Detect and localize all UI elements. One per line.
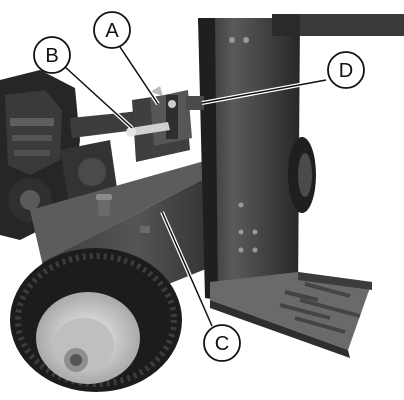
engine bbox=[0, 70, 118, 240]
leader-line-b-core bbox=[63, 65, 133, 129]
callout-c-label: C bbox=[215, 333, 229, 355]
callout-d-label: D bbox=[339, 60, 353, 82]
leader-line-d-core bbox=[201, 79, 327, 104]
callout-a-label: A bbox=[105, 20, 119, 42]
footplate bbox=[210, 272, 372, 358]
callout-a: A bbox=[93, 11, 131, 49]
support-arm bbox=[70, 110, 152, 138]
callout-d: D bbox=[327, 51, 365, 89]
leader-lines bbox=[62, 42, 327, 327]
callout-b-label: B bbox=[45, 45, 58, 67]
callout-c: C bbox=[203, 324, 241, 362]
leader-line-c-core bbox=[161, 211, 213, 327]
callout-b: B bbox=[33, 36, 71, 74]
leader-line-a-core bbox=[117, 43, 159, 105]
rear-wheel bbox=[288, 137, 316, 213]
front-wheel bbox=[10, 248, 182, 392]
pin-bracket bbox=[126, 86, 204, 162]
